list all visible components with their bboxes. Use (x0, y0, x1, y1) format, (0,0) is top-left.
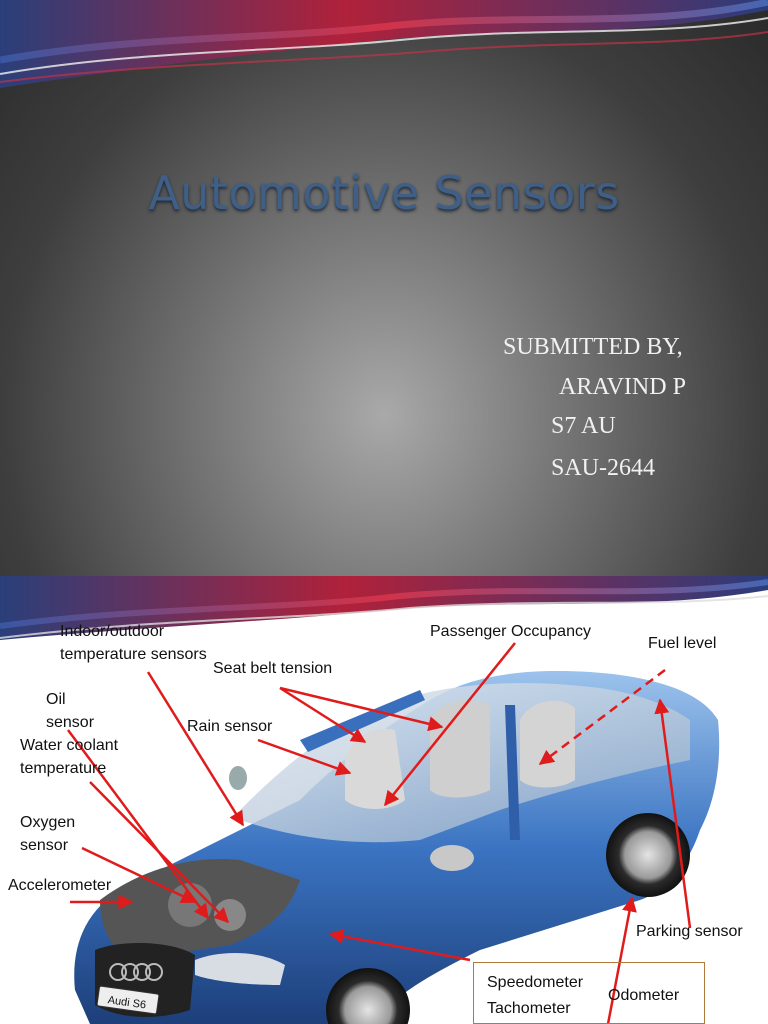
sensor-arrows (66, 642, 692, 1024)
label-oil-sensor: sensor (46, 714, 95, 731)
label-seat-belt-tension: Seat belt tension (213, 660, 333, 677)
author-name: ARAVIND P (559, 374, 686, 400)
label-rain-sensor: Rain sensor (187, 718, 273, 735)
author-class: S7 AU (551, 413, 616, 439)
submitted-by-label: SUBMITTED BY, (503, 334, 683, 360)
label-parking-sensor: Parking sensor (636, 923, 743, 940)
header-wave-decoration (0, 0, 768, 88)
label-passenger-occupancy: Passenger Occupancy (430, 623, 591, 640)
title-slide: Automotive Sensors SUBMITTED BY, ARAVIND… (0, 0, 768, 576)
author-roll-number: SAU-2644 (551, 455, 656, 481)
label-tachometer: Tachometer (487, 1000, 571, 1017)
car-body (74, 671, 720, 1024)
label-water-coolant: Water coolant (20, 737, 119, 754)
label-oxygen-sensor: sensor (20, 837, 69, 854)
fuel-level-dashed-arrow (538, 669, 666, 765)
label-indoor-outdoor: Indoor/outdoor (60, 623, 165, 640)
header-wave-decoration-2 (0, 576, 768, 640)
label-oxygen: Oxygen (20, 814, 76, 831)
label-temperature-sensors: temperature sensors (60, 646, 207, 663)
label-speedometer: Speedometer (487, 974, 584, 991)
label-accelerometer: Accelerometer (8, 877, 112, 894)
label-odometer: Odometer (608, 987, 680, 1004)
license-plate-text: Audi S6 (107, 994, 147, 1011)
label-water-coolant-temperature: temperature (20, 760, 107, 777)
label-fuel-level: Fuel level (648, 635, 717, 652)
slide-title: Automotive Sensors (148, 166, 620, 220)
label-oil: Oil (46, 691, 66, 708)
